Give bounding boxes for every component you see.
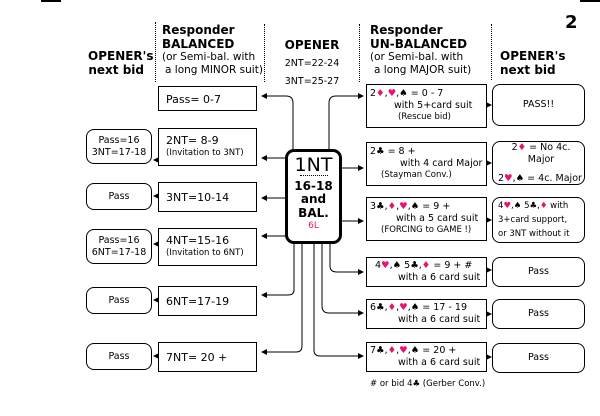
opener-rebid-after-stayman: 2♦ = No 4c. Major 2♥,♠ = 4c. Major — [492, 141, 585, 185]
header-opener-next-bid-left: OPENER's next bid — [88, 49, 154, 77]
opener-rebid-after-4nt: Pass=16 6NT=17-18 — [86, 229, 152, 264]
opener-rebid-after-7nt: Pass — [86, 343, 152, 370]
connector-pass — [261, 93, 294, 149]
response-3-level: 3♣,♦,♥,♠ = 9 + with a 5 card suit (FORCI… — [366, 197, 487, 241]
opener-rebid-after-6-level: Pass — [492, 299, 585, 329]
opener-rebid-after-3-level: 4♥,♠ 5♣,♦ with 3+card support, or 3NT wi… — [492, 197, 585, 243]
response-7-level: 7♣,♦,♥,♠ = 20 + with a 6 card suit — [366, 342, 487, 372]
dotted-divider — [299, 175, 328, 176]
heart-suit-icon: ♥ — [387, 88, 397, 99]
response-3nt: 3NT=10-14 — [158, 182, 257, 212]
diamond-suit-icon: ♦ — [517, 141, 527, 153]
opener-1nt-box: 1NT 16-18 and BAL. 6L — [285, 149, 342, 244]
response-2c-stayman: 2♣ = 8 + with 4 card Major (Stayman Conv… — [366, 142, 487, 186]
opener-rebid-after-rescue: PASS!! — [492, 84, 585, 126]
response-6-level: 6♣,♦,♥,♠ = 17 - 19 with a 6 card suit — [366, 299, 487, 329]
opener-rebid-after-7-level: Pass — [492, 343, 585, 373]
connector-6nt — [261, 244, 295, 298]
connector-7x — [313, 244, 364, 359]
opener-rebid-after-6nt: Pass — [86, 287, 152, 314]
connector-2d — [328, 93, 364, 149]
header-opener: OPENER 2NT=22-24 3NT=25-27 — [284, 38, 340, 87]
point-range: 16-18 — [294, 179, 333, 193]
opening-bid: 1NT — [294, 154, 333, 176]
response-6nt: 6NT=17-19 — [158, 286, 257, 316]
heart-suit-icon: ♥ — [504, 172, 513, 184]
column-divider — [491, 24, 492, 80]
diamond-suit-icon: ♦ — [387, 201, 397, 212]
top-left-bar — [41, 0, 61, 2]
diamond-suit-icon: ♦ — [376, 88, 385, 99]
heart-suit-icon: ♥ — [399, 302, 408, 313]
response-4-5-level: 4♥,♠ 5♣,♦ = 9 + # with a 6 card suit — [366, 257, 487, 287]
header-responder-unbalanced: Responder UN-BALANCED (or Semi-bal. with… — [370, 23, 472, 76]
diamond-suit-icon: ♦ — [539, 201, 548, 211]
connector-6x — [321, 244, 364, 316]
connector-7nt — [261, 244, 303, 355]
heart-suit-icon: ♥ — [503, 201, 512, 211]
heart-suit-icon: ♥ — [399, 201, 408, 212]
column-divider — [264, 24, 265, 82]
column-divider — [359, 24, 360, 82]
response-4nt: 4NT=15-16 (Invitation to 6NT) — [158, 228, 257, 266]
connector-4x — [329, 244, 364, 275]
response-7nt: 7NT= 20 + — [158, 342, 257, 372]
column-divider — [155, 22, 156, 82]
tag-label: 6L — [308, 221, 319, 231]
response-pass: Pass= 0-7 — [158, 86, 257, 111]
header-responder-balanced: Responder BALANCED (or Semi-bal. with a … — [162, 23, 263, 76]
opener-rebid-after-2nt: Pass=16 3NT=17-18 — [86, 129, 152, 164]
opener-rebid-after-4-5-level: Pass — [492, 257, 585, 287]
diamond-suit-icon: ♦ — [421, 260, 431, 271]
top-right-bar — [580, 0, 600, 2]
heart-suit-icon: ♥ — [399, 345, 408, 356]
response-2-rescue: 2♦,♥,♠ = 0 - 7 with 5+card suit (Rescue … — [366, 84, 487, 128]
diamond-suit-icon: ♦ — [387, 302, 397, 313]
page-number: 2 — [565, 12, 578, 33]
heart-suit-icon: ♥ — [381, 260, 390, 271]
response-2nt: 2NT= 8-9 (Invitation to 3NT) — [158, 128, 257, 166]
footnote-gerber: # or bid 4♣ (Gerber Conv.) — [370, 379, 486, 389]
opener-rebid-after-3nt: Pass — [86, 183, 152, 210]
diamond-suit-icon: ♦ — [387, 345, 397, 356]
header-opener-next-bid-right: OPENER's next bid — [500, 49, 566, 77]
